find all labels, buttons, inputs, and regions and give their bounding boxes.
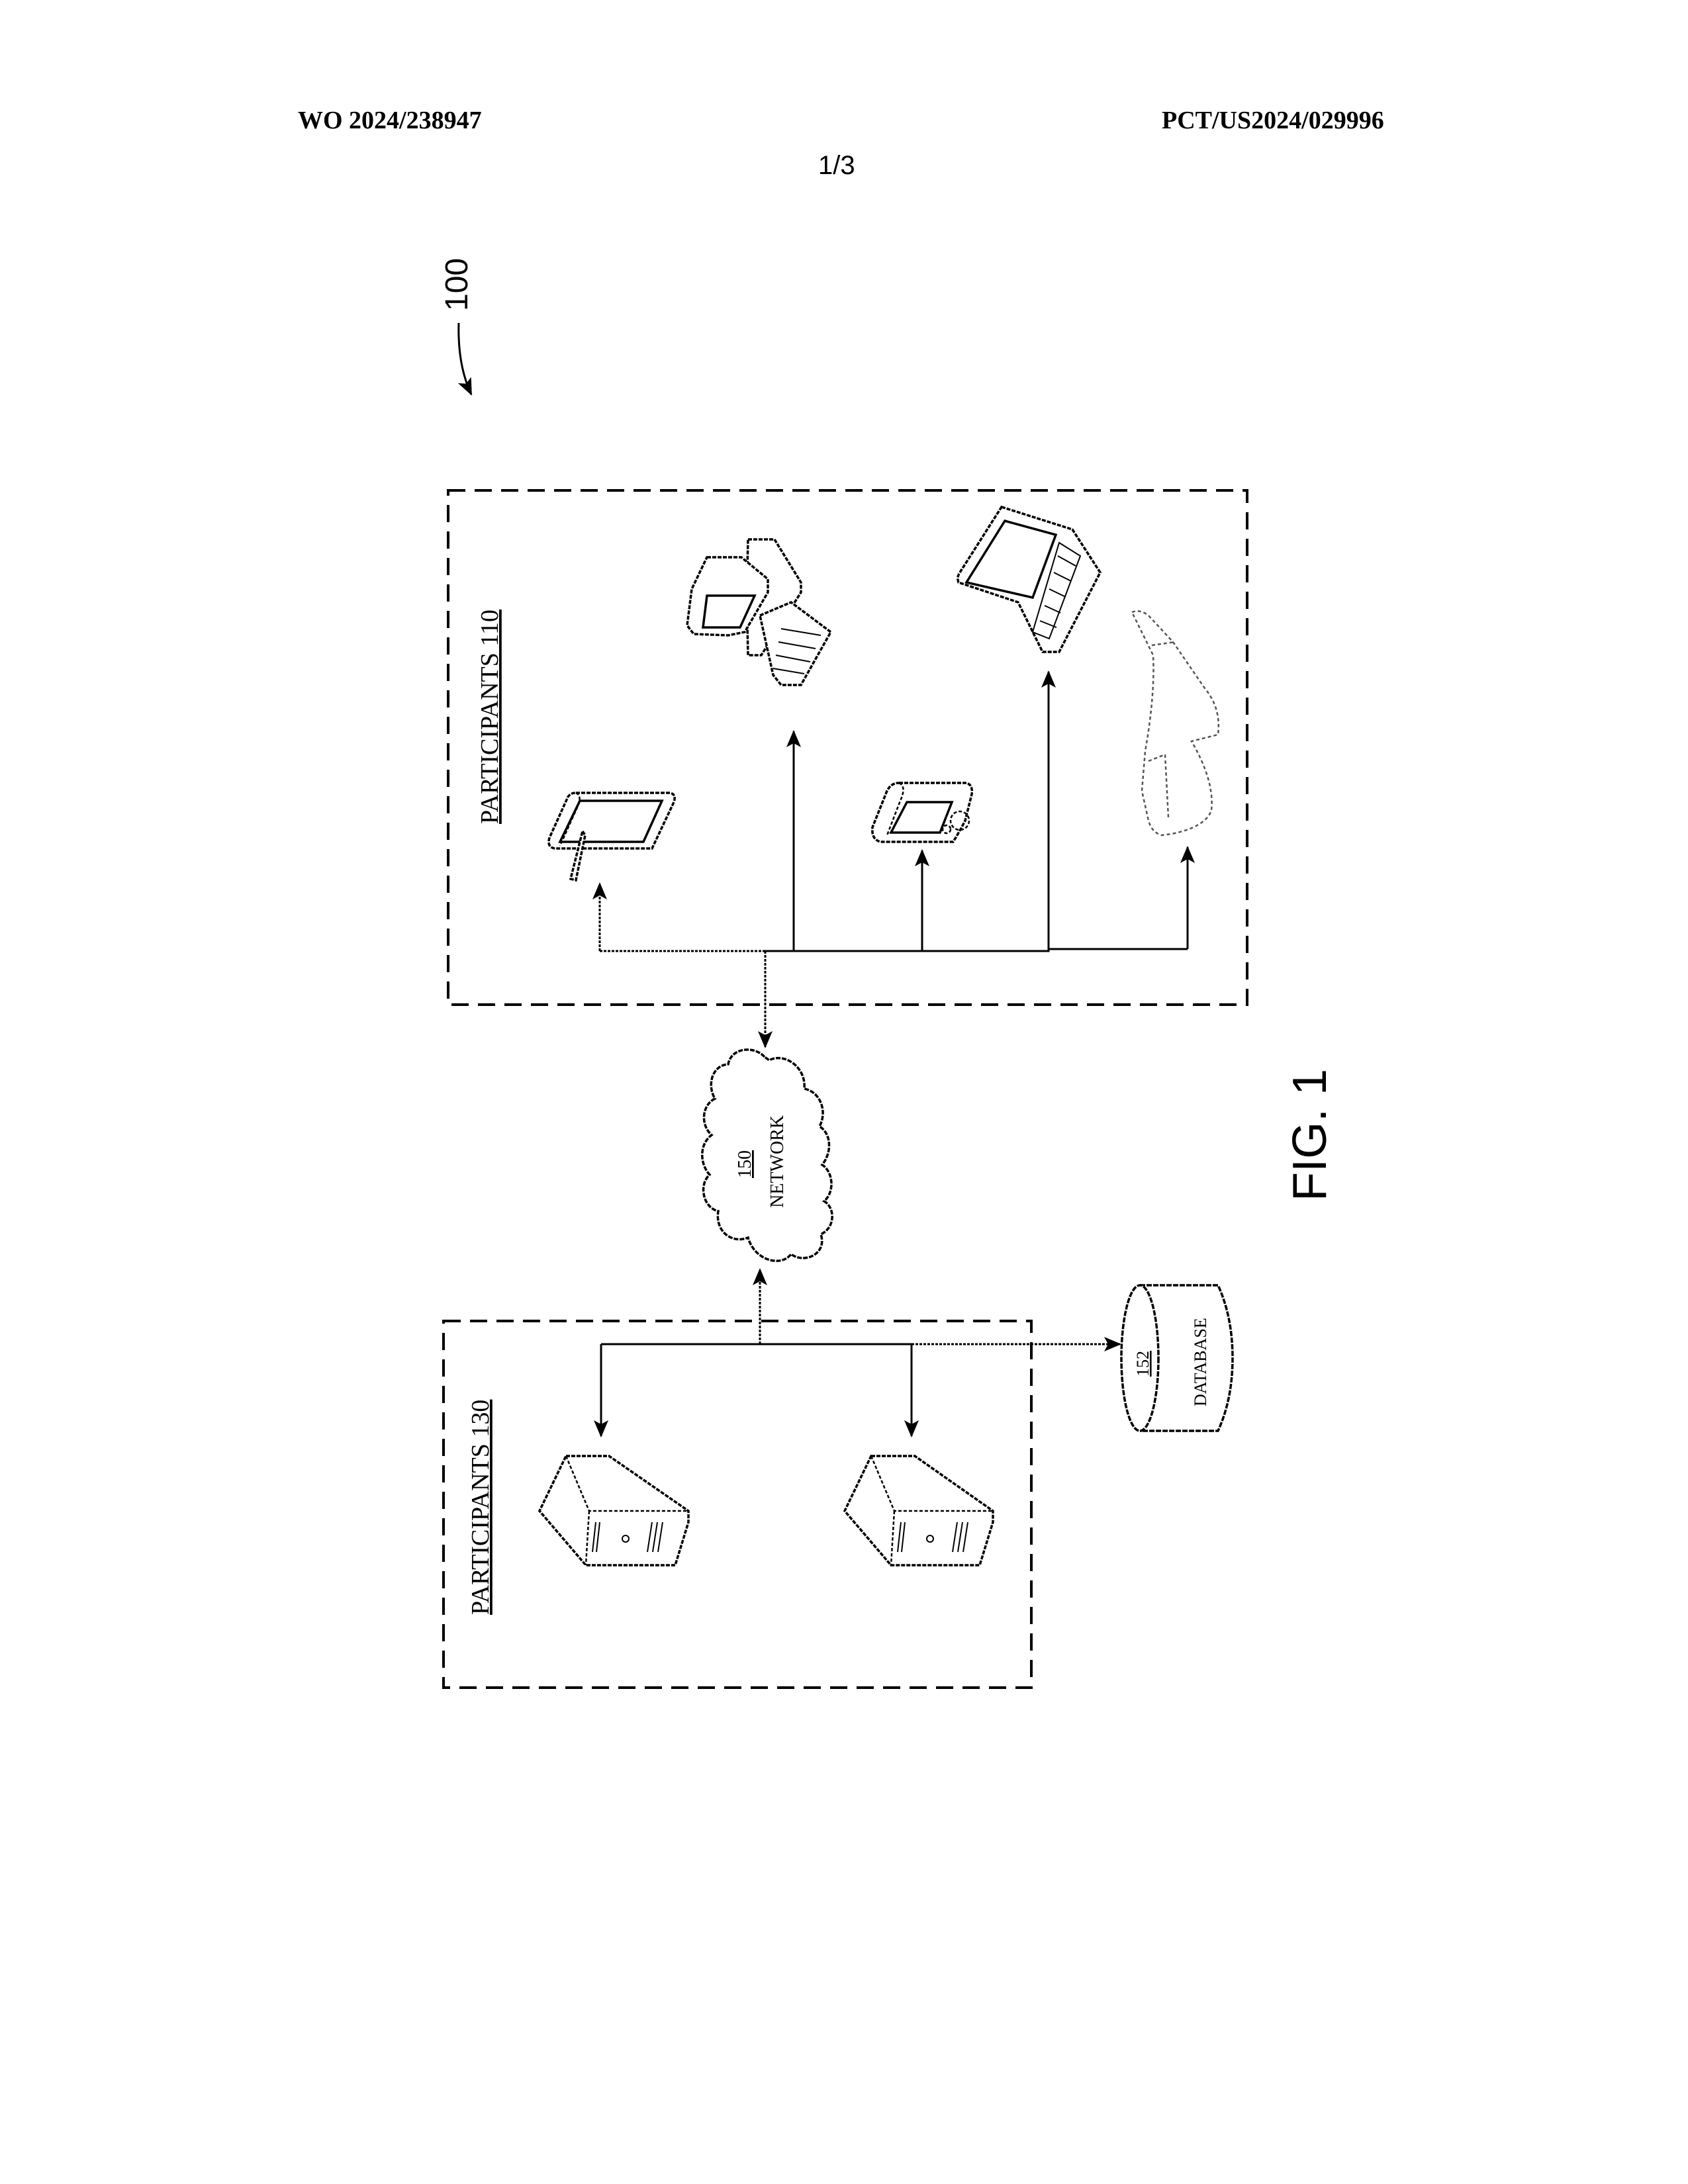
sheet-number: 1/3 xyxy=(818,151,855,180)
cloud-icon xyxy=(701,1048,833,1262)
participants-110-label: PARTICIPANTS 110 xyxy=(476,610,504,824)
application-number: PCT/US2024/029996 xyxy=(1162,107,1384,134)
database-numeral: 152 xyxy=(1133,1351,1152,1377)
bus-line-110-right xyxy=(765,948,1188,952)
database-end xyxy=(1120,1284,1160,1432)
participants-130-group: PARTICIPANTS 130 xyxy=(442,1320,1033,1689)
laptop-icon xyxy=(957,505,1102,653)
database-icon xyxy=(1140,1284,1234,1432)
publication-number: WO 2024/238947 xyxy=(298,107,482,134)
network-label: NETWORK xyxy=(767,1115,788,1208)
reference-100: 100 xyxy=(440,258,475,396)
reference-numeral: 100 xyxy=(440,258,475,311)
participants-130-box xyxy=(442,1320,1033,1689)
server-icon xyxy=(538,1455,690,1567)
database-152: 152 DATABASE xyxy=(1120,1284,1234,1432)
participants-130-label: PARTICIPANTS 130 xyxy=(467,1400,494,1615)
desktop-computer-icon xyxy=(686,538,833,686)
database-label: DATABASE xyxy=(1191,1318,1210,1406)
reference-arrow xyxy=(457,322,473,396)
participants-110-box xyxy=(447,489,1248,1006)
handheld-device-icon xyxy=(871,782,974,843)
headset-icon xyxy=(1131,610,1219,837)
network-numeral: 150 xyxy=(735,1150,755,1178)
participants-110-group: PARTICIPANTS 110 xyxy=(447,489,1248,1006)
tablet-icon xyxy=(547,792,676,882)
network-150: 150 NETWORK xyxy=(701,1048,833,1262)
figure-caption: FIG. 1 xyxy=(1284,1069,1336,1201)
server-icon xyxy=(843,1455,994,1567)
